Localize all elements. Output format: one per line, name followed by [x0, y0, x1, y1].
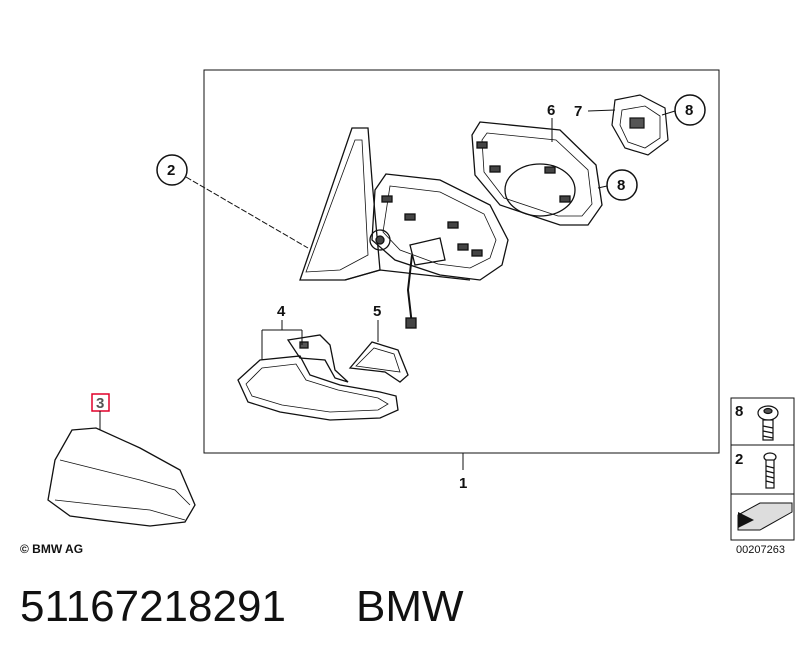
callout-2-group: 2	[156, 154, 309, 249]
leader-4	[261, 320, 303, 360]
assembly-frame	[203, 69, 720, 454]
callout-7: 7	[574, 103, 582, 120]
callout-5: 5	[373, 303, 381, 320]
copyright-text: © BMW AG	[20, 542, 83, 556]
callout-4: 4	[277, 303, 286, 320]
screw-legend: 8 2	[730, 397, 795, 541]
image-number: 00207263	[736, 544, 785, 556]
callout-8b-group: 8	[597, 169, 638, 201]
bolt-icon	[757, 405, 779, 441]
callout-8a-group: 8	[661, 94, 706, 126]
mirror-glass-6	[471, 121, 603, 226]
mirror-housing-base	[299, 127, 471, 281]
legend-row1-label: 8	[735, 403, 743, 420]
callout-2: 2	[167, 162, 175, 179]
screw-icon	[763, 452, 777, 489]
mirror-backplate	[369, 173, 509, 329]
callout-8a: 8	[685, 102, 693, 119]
lower-trim-4	[237, 334, 399, 421]
arrow-icon	[737, 502, 793, 531]
leader-7	[587, 109, 616, 112]
brand-name: BMW	[356, 582, 464, 631]
callout-1: 1	[459, 475, 467, 492]
cover-5	[348, 341, 409, 383]
legend-row2-label: 2	[735, 451, 743, 468]
callout-8b: 8	[617, 177, 625, 194]
part-number: 51167218291	[20, 582, 286, 631]
motor-unit-7	[611, 94, 669, 156]
callout-6: 6	[547, 102, 555, 119]
callout-3: 3	[96, 395, 104, 412]
mirror-cap-3	[47, 427, 196, 527]
